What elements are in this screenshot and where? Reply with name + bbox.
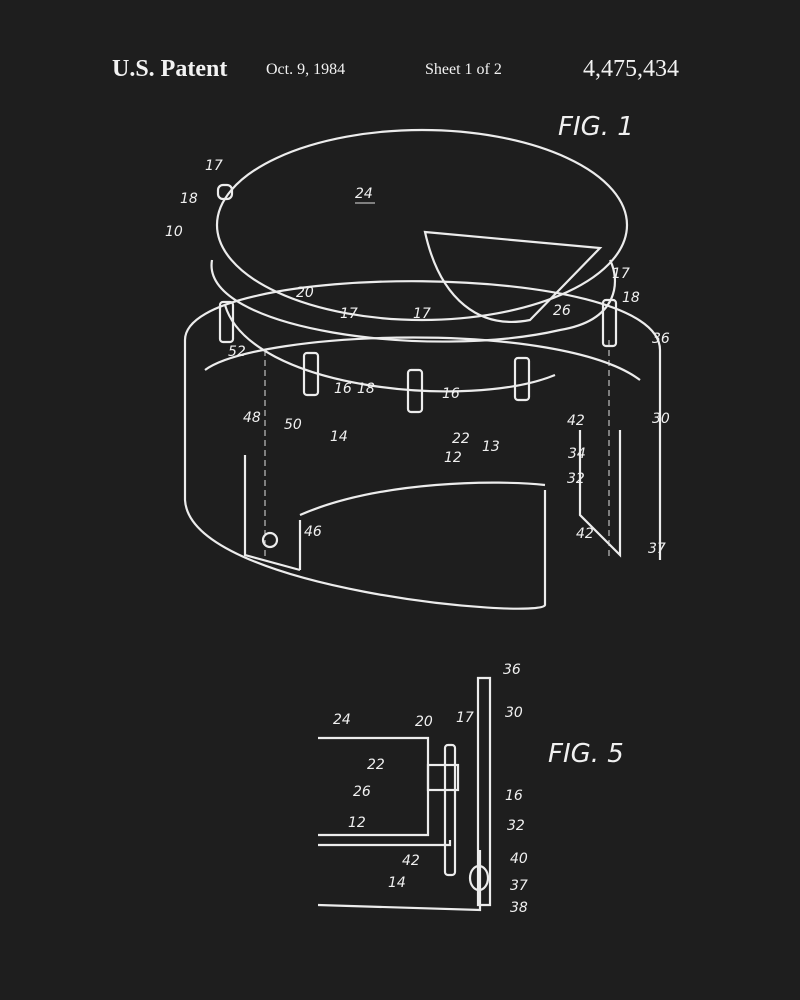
ref-label: 18 (357, 381, 375, 397)
ref-label: 16 (505, 788, 523, 804)
shroud-window-edge (299, 481, 546, 517)
ref-label: 42 (402, 853, 420, 869)
ref-label: 17 (456, 710, 474, 726)
ref-label: 20 (296, 285, 314, 301)
ref-label: 17 (612, 266, 630, 282)
ref-label: 22 (367, 757, 385, 773)
ref-label: 17 (205, 158, 223, 174)
fig1-title: FIG. 1 (558, 112, 634, 142)
ref-label: 38 (510, 900, 528, 916)
fig1-drawing (183, 128, 662, 610)
ref-label: 37 (510, 878, 528, 894)
ref-label: 50 (284, 417, 302, 433)
shroud-cutout-left (243, 455, 302, 572)
ref-label: 14 (388, 875, 406, 891)
fig5-title: FIG. 5 (548, 739, 624, 769)
ref-label: 42 (567, 413, 585, 429)
ref-label: 52 (228, 344, 246, 360)
ref-label: 32 (567, 471, 585, 487)
patent-title: U.S. Patent (112, 56, 228, 82)
ref-label: 36 (652, 331, 670, 347)
shroud-ring (183, 280, 662, 610)
ref-label: 40 (510, 851, 528, 867)
disc-cutaway (423, 230, 603, 323)
fastener-40 (468, 864, 490, 892)
ref-label: 30 (505, 705, 523, 721)
ref-label: 42 (576, 526, 594, 542)
ref-label: 46 (304, 524, 322, 540)
shroud-section (476, 676, 492, 907)
bolt-section (443, 743, 457, 877)
ref-label: 17 (340, 306, 358, 322)
ref-label: 12 (444, 450, 462, 466)
ref-label: 26 (353, 784, 371, 800)
ref-label: 18 (622, 290, 640, 306)
ref-label: 26 (553, 303, 571, 319)
ref-label: 12 (348, 815, 366, 831)
ref-label: 48 (243, 410, 261, 426)
ref-label: 14 (330, 429, 348, 445)
ref-label: 18 (180, 191, 198, 207)
ref-label: 13 (482, 439, 500, 455)
gasket-section (426, 763, 460, 792)
flange-section (317, 840, 482, 912)
patent-date: Oct. 9, 1984 (266, 61, 346, 78)
bolts (216, 183, 618, 549)
ref-label: 17 (413, 306, 431, 322)
flange-ring (210, 259, 616, 343)
ref-label: 24 (333, 712, 351, 728)
ref-label: 20 (415, 714, 433, 730)
cover-section (318, 736, 430, 837)
shroud-cutout-right (578, 430, 622, 558)
ref-label: 30 (652, 411, 670, 427)
fig5-labels: 36 30 24 20 17 22 26 16 12 32 42 40 14 3… (333, 662, 528, 916)
ref-label: 16 (334, 381, 352, 397)
patent-number: 4,475,434 (583, 56, 679, 82)
ref-label: 34 (568, 446, 586, 462)
ref-label: 10 (165, 224, 183, 240)
top-disc (215, 128, 629, 322)
fig5-drawing (317, 676, 492, 912)
ref-label: 24 (355, 186, 373, 202)
ref-label: 37 (648, 541, 666, 557)
ref-label: 32 (507, 818, 525, 834)
ref-label: 16 (442, 386, 460, 402)
ref-label: 36 (503, 662, 521, 678)
shroud-inner-edge (204, 336, 641, 381)
ref-label: 22 (452, 431, 470, 447)
fig1-labels: 17 18 10 24 20 17 17 52 16 18 16 48 50 1… (165, 158, 670, 557)
sheet-number: Sheet 1 of 2 (425, 61, 502, 78)
